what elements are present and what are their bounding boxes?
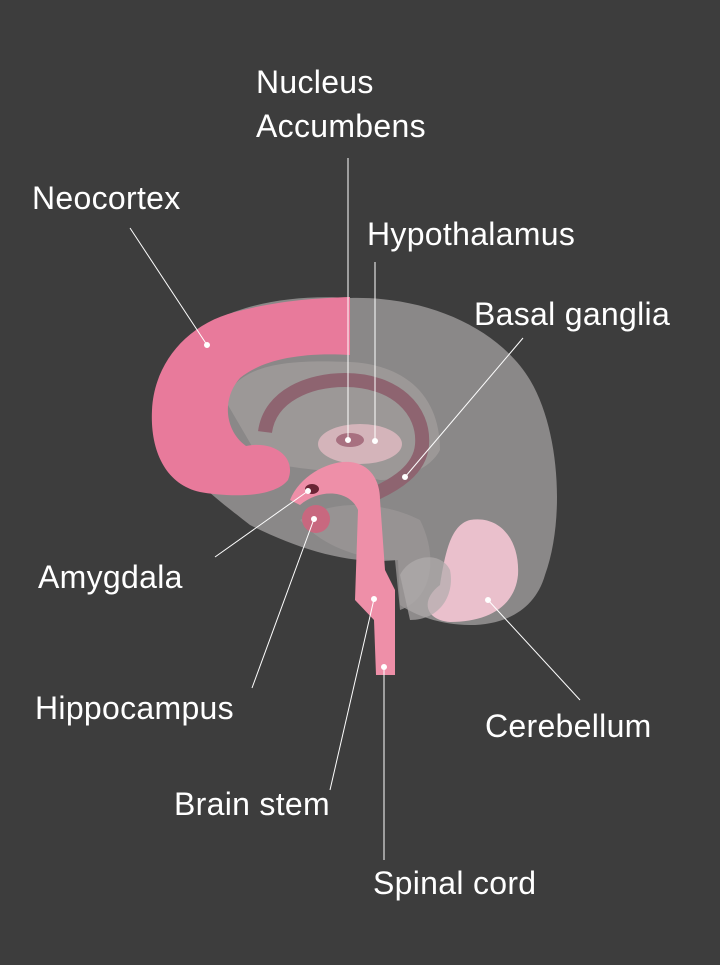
basal-ganglia-leader: [404, 337, 524, 478]
label-cerebellum: Cerebellum: [485, 708, 652, 744]
brain-stem-leader: [329, 598, 375, 791]
amygdala-leader: [214, 490, 309, 558]
hippocampus-dot: [311, 516, 317, 522]
cerebellum-leader: [487, 599, 581, 701]
neocortex-leader: [129, 227, 208, 346]
label-hypothalamus: Hypothalamus: [367, 216, 576, 252]
amygdala-dot: [305, 488, 311, 494]
label-nucleus-accumbens-line2: Accumbens: [256, 108, 426, 144]
hypothalamus-dot: [372, 438, 378, 444]
label-basal-ganglia: Basal ganglia: [474, 296, 671, 332]
basal-ganglia-dot: [402, 474, 408, 480]
spinal-cord-dot: [381, 664, 387, 670]
label-brain-stem: Brain stem: [174, 786, 330, 822]
label-hippocampus: Hippocampus: [35, 690, 234, 726]
label-spinal-cord: Spinal cord: [373, 865, 537, 901]
label-neocortex: Neocortex: [32, 180, 181, 216]
pons: [400, 557, 451, 620]
midbrain-region: [300, 505, 431, 610]
nucleus-accumbens-dot: [345, 437, 351, 443]
brain-stem-dot: [371, 596, 377, 602]
cerebellum-shape: [427, 519, 519, 622]
hippocampus-leader: [251, 518, 315, 689]
label-nucleus-accumbens: Nucleus Accumbens: [256, 60, 426, 148]
brainstem-shape: [290, 461, 395, 675]
cerebellum-dot: [485, 597, 491, 603]
neocortex-shape: [151, 297, 350, 496]
label-nucleus-accumbens-line1: Nucleus: [256, 64, 374, 100]
label-amygdala: Amygdala: [38, 559, 183, 595]
neocortex-dot: [204, 342, 210, 348]
